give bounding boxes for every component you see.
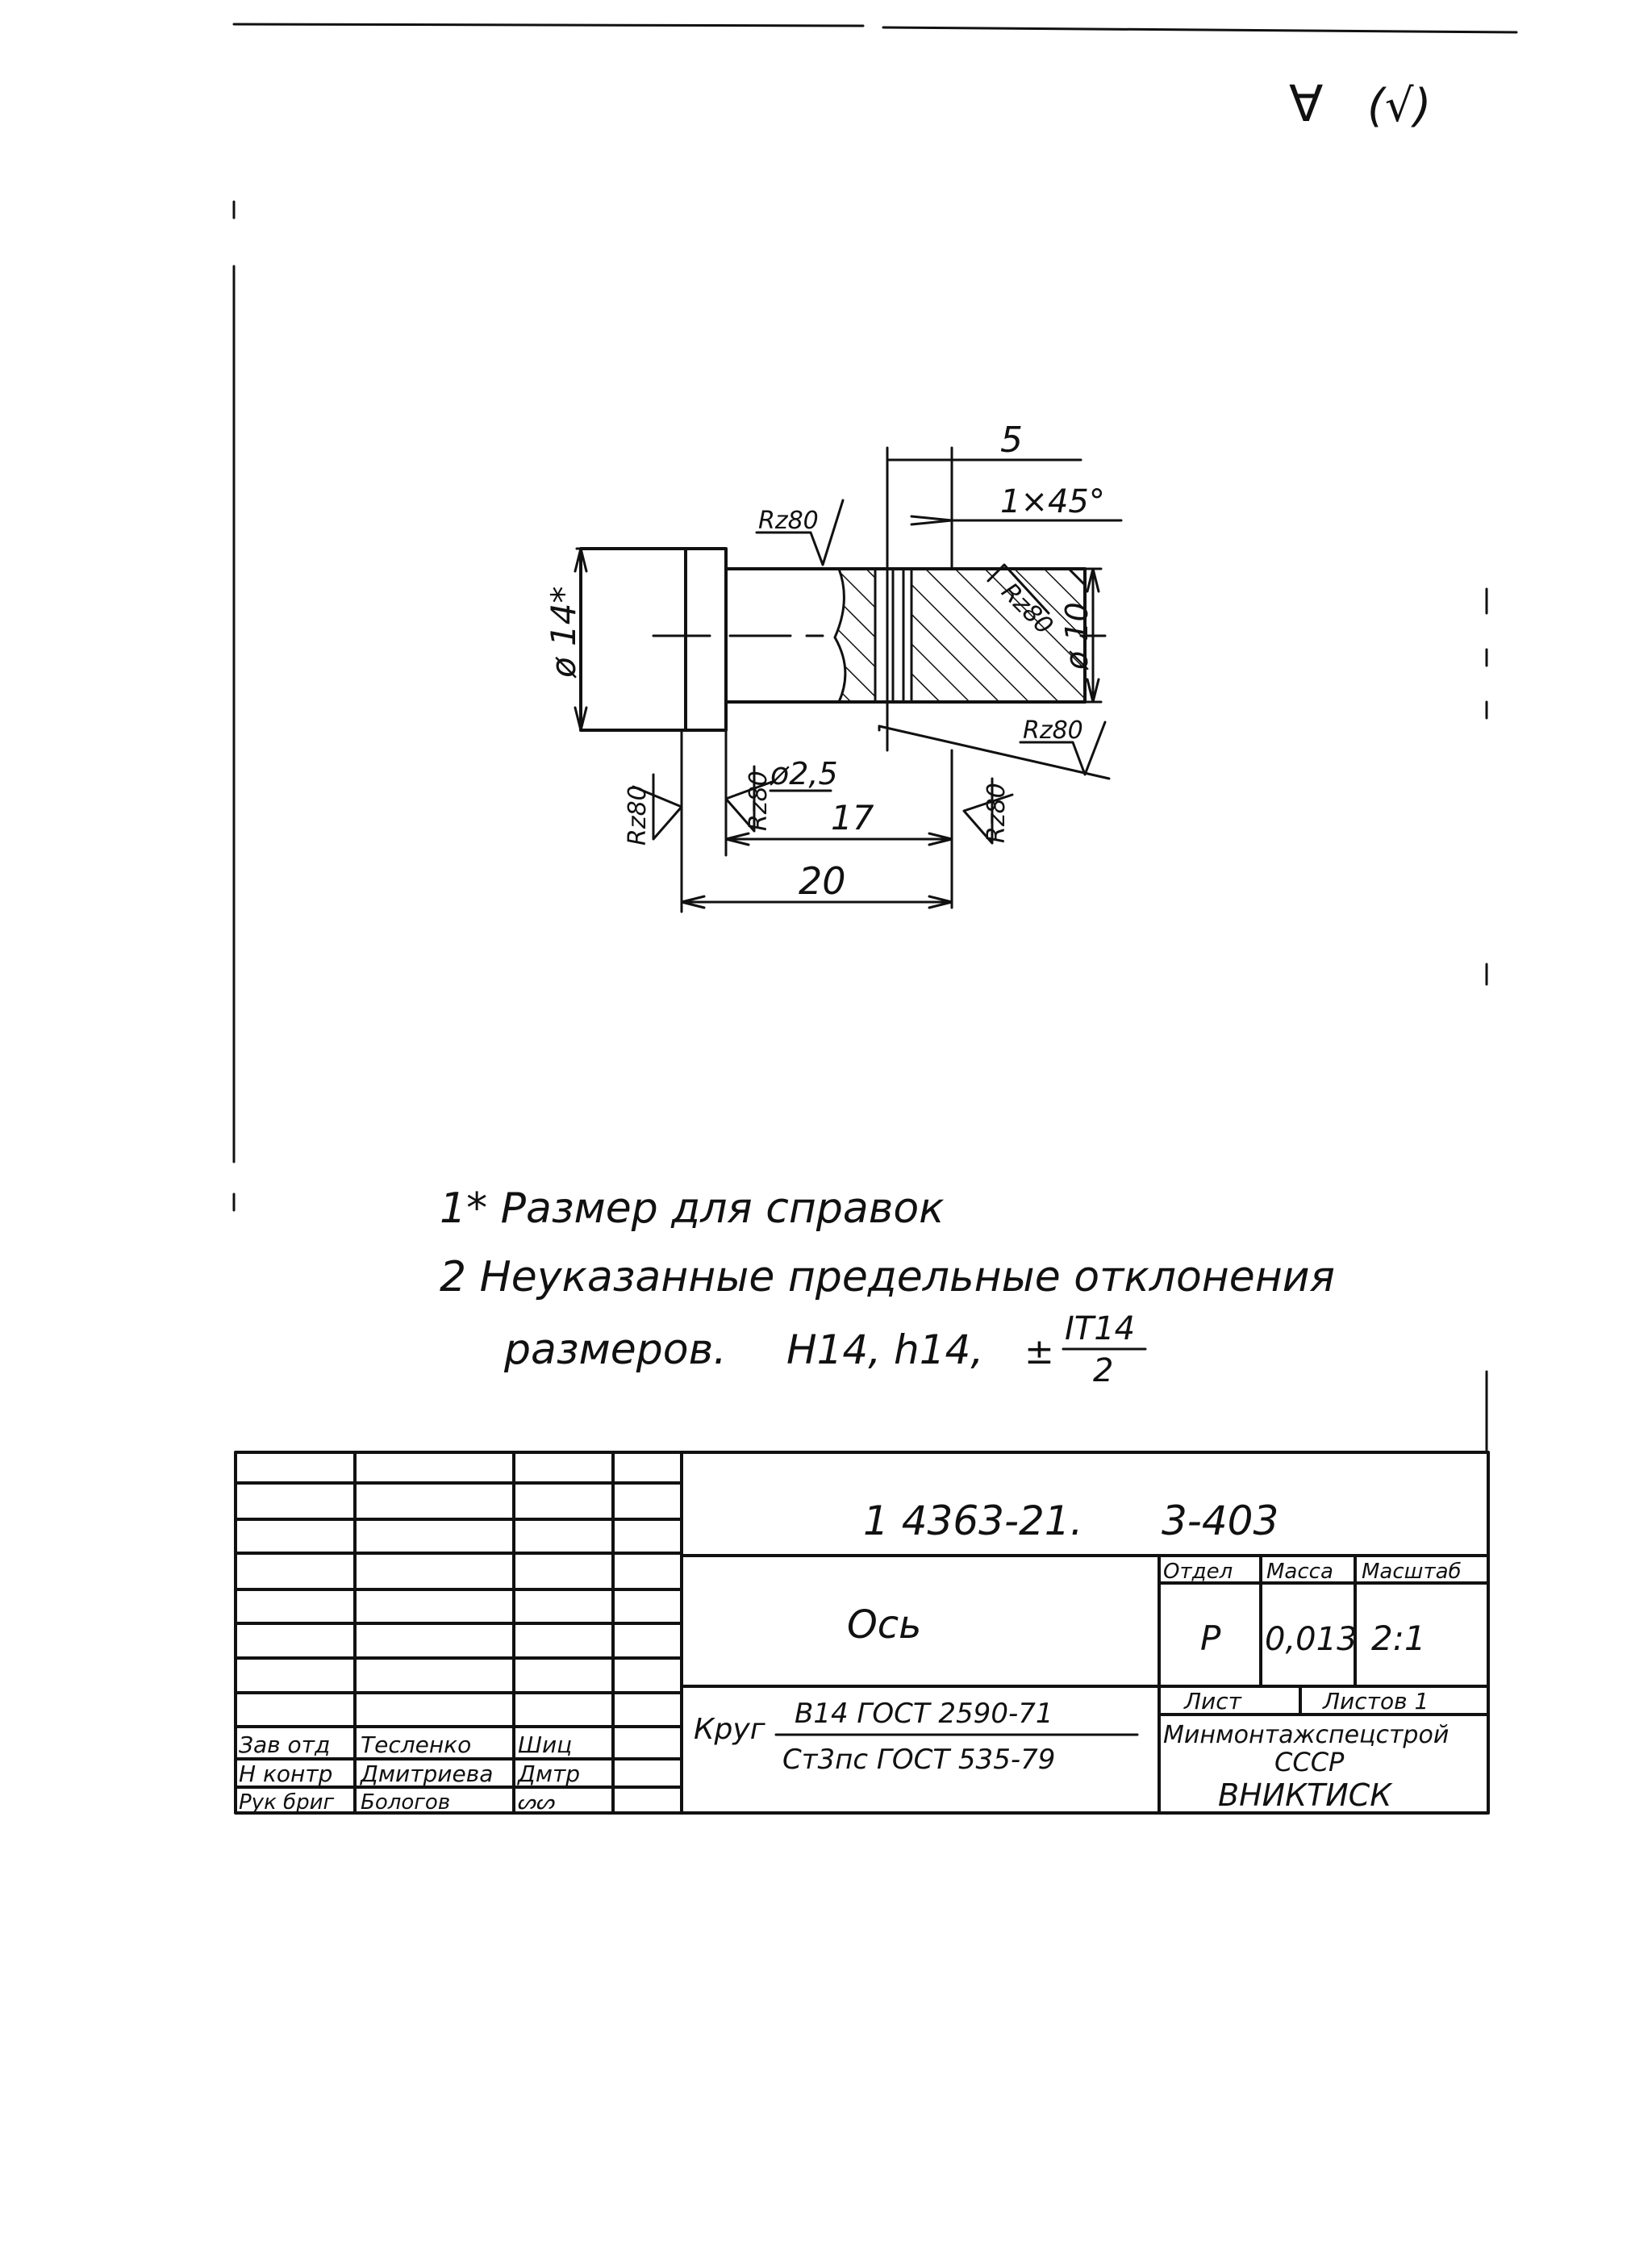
dim-dia10-label: ø 10 xyxy=(1059,602,1095,670)
part-head xyxy=(579,547,728,732)
note-3-plusminus: ± xyxy=(1024,1331,1054,1372)
dim-17 xyxy=(724,729,953,909)
person-name: Бологов xyxy=(361,1790,450,1815)
org-line-3: ВНИКТИСК xyxy=(1218,1777,1393,1813)
roughness-corner-sign: ∀ (√) xyxy=(1289,74,1431,133)
signature-row-3: Рук бриг Бологов ᔕᔕ xyxy=(239,1790,555,1815)
roughness-mark-shaft-top-label: Rz80 xyxy=(758,507,819,535)
org-line-1: Минмонтажспецстрой xyxy=(1163,1721,1449,1749)
roughness-corner-paren: (√) xyxy=(1367,80,1431,132)
note-3-fraction-num: IT14 xyxy=(1065,1310,1135,1347)
material-word: Круг xyxy=(694,1713,766,1746)
material-top: В14 ГОСТ 2590-71 xyxy=(795,1698,1053,1730)
note-3-fraction-den: 2 xyxy=(1093,1352,1113,1389)
signature: Шиц xyxy=(518,1731,572,1758)
title-block-frame xyxy=(234,1451,1490,1815)
doc-number: 1 4363-21. xyxy=(863,1497,1083,1544)
person-name: Дмитриева xyxy=(359,1761,493,1787)
signature: Дмтр xyxy=(516,1761,580,1787)
material-bottom: Ст3пс ГОСТ 535-79 xyxy=(782,1744,1055,1776)
roughness-mark-right-label: Rz80 xyxy=(982,783,1011,843)
roughness-mark-shaft-top: Rz80 xyxy=(755,499,845,566)
roughness-mark-shoulder: Rz80 xyxy=(724,765,776,833)
value-mass: 0,013 xyxy=(1265,1621,1358,1658)
note-3-tolerances: H14, h14, xyxy=(786,1326,983,1373)
signature-row-2: Н контр Дмитриева Дмтр xyxy=(239,1761,580,1787)
roughness-mark-right: Rz80 xyxy=(962,777,1014,845)
dim-20-label: 20 xyxy=(799,859,846,903)
sheet-top-border xyxy=(232,23,1518,34)
dim-17-label: 17 xyxy=(831,798,874,837)
dim-20 xyxy=(680,729,953,913)
signature-row-1: Зав отд Тесленко Шиц xyxy=(239,1731,572,1758)
technical-notes: 1* Размер для справок 2 Неуказанные пред… xyxy=(440,1184,1335,1389)
header-mass: Масса xyxy=(1266,1560,1333,1584)
roughness-mark-end: Rz80 xyxy=(1019,716,1107,776)
part-name: Ось xyxy=(847,1602,921,1648)
signature: ᔕᔕ xyxy=(518,1790,555,1815)
roughness-corner-symbol: ∀ xyxy=(1289,74,1323,133)
role-label: Рук бриг xyxy=(239,1790,334,1815)
role-label: Зав отд xyxy=(239,1731,330,1758)
dim-dia10 xyxy=(1083,567,1103,704)
sheet-label: Лист xyxy=(1183,1688,1242,1715)
header-stage: Отдел xyxy=(1163,1560,1233,1584)
dim-5-label: 5 xyxy=(1000,420,1023,461)
roughness-mark-head: Rz80 xyxy=(624,773,683,846)
dim-dia25 xyxy=(769,725,1111,792)
role-label: Н контр xyxy=(239,1761,332,1787)
value-scale: 2:1 xyxy=(1371,1619,1426,1658)
header-scale: Масштаб xyxy=(1362,1560,1462,1584)
doc-sub-number: 3-403 xyxy=(1162,1497,1279,1544)
dim-dia25-label: ø2,5 xyxy=(770,756,838,792)
roughness-mark-shoulder-label: Rz80 xyxy=(745,771,773,831)
title-block: 1 4363-21. 3-403 Ось Отдел Масса Масштаб… xyxy=(234,1451,1490,1815)
note-3: размеров. xyxy=(503,1326,727,1374)
part-drawing: 5 1×45° ø 14* ø 10 ø2,5 xyxy=(544,420,1123,913)
value-stage: Р xyxy=(1200,1619,1221,1658)
roughness-mark-end-label: Rz80 xyxy=(1023,716,1083,745)
note-1: 1* Размер для справок xyxy=(440,1184,945,1233)
note-2: 2 Неуказанные предельные отклонения xyxy=(440,1253,1335,1301)
dim-dia14-label: ø 14* xyxy=(544,587,583,679)
sheets-count: Листов 1 xyxy=(1322,1688,1429,1715)
person-name: Тесленко xyxy=(361,1731,471,1758)
dim-5 xyxy=(886,446,1123,752)
dim-dia14 xyxy=(574,547,588,732)
roughness-mark-head-label: Rz80 xyxy=(624,785,652,846)
dim-chamfer-label: 1×45° xyxy=(1000,483,1105,520)
org-line-2: СССР xyxy=(1274,1747,1345,1777)
part-section-hatch xyxy=(833,567,1087,704)
